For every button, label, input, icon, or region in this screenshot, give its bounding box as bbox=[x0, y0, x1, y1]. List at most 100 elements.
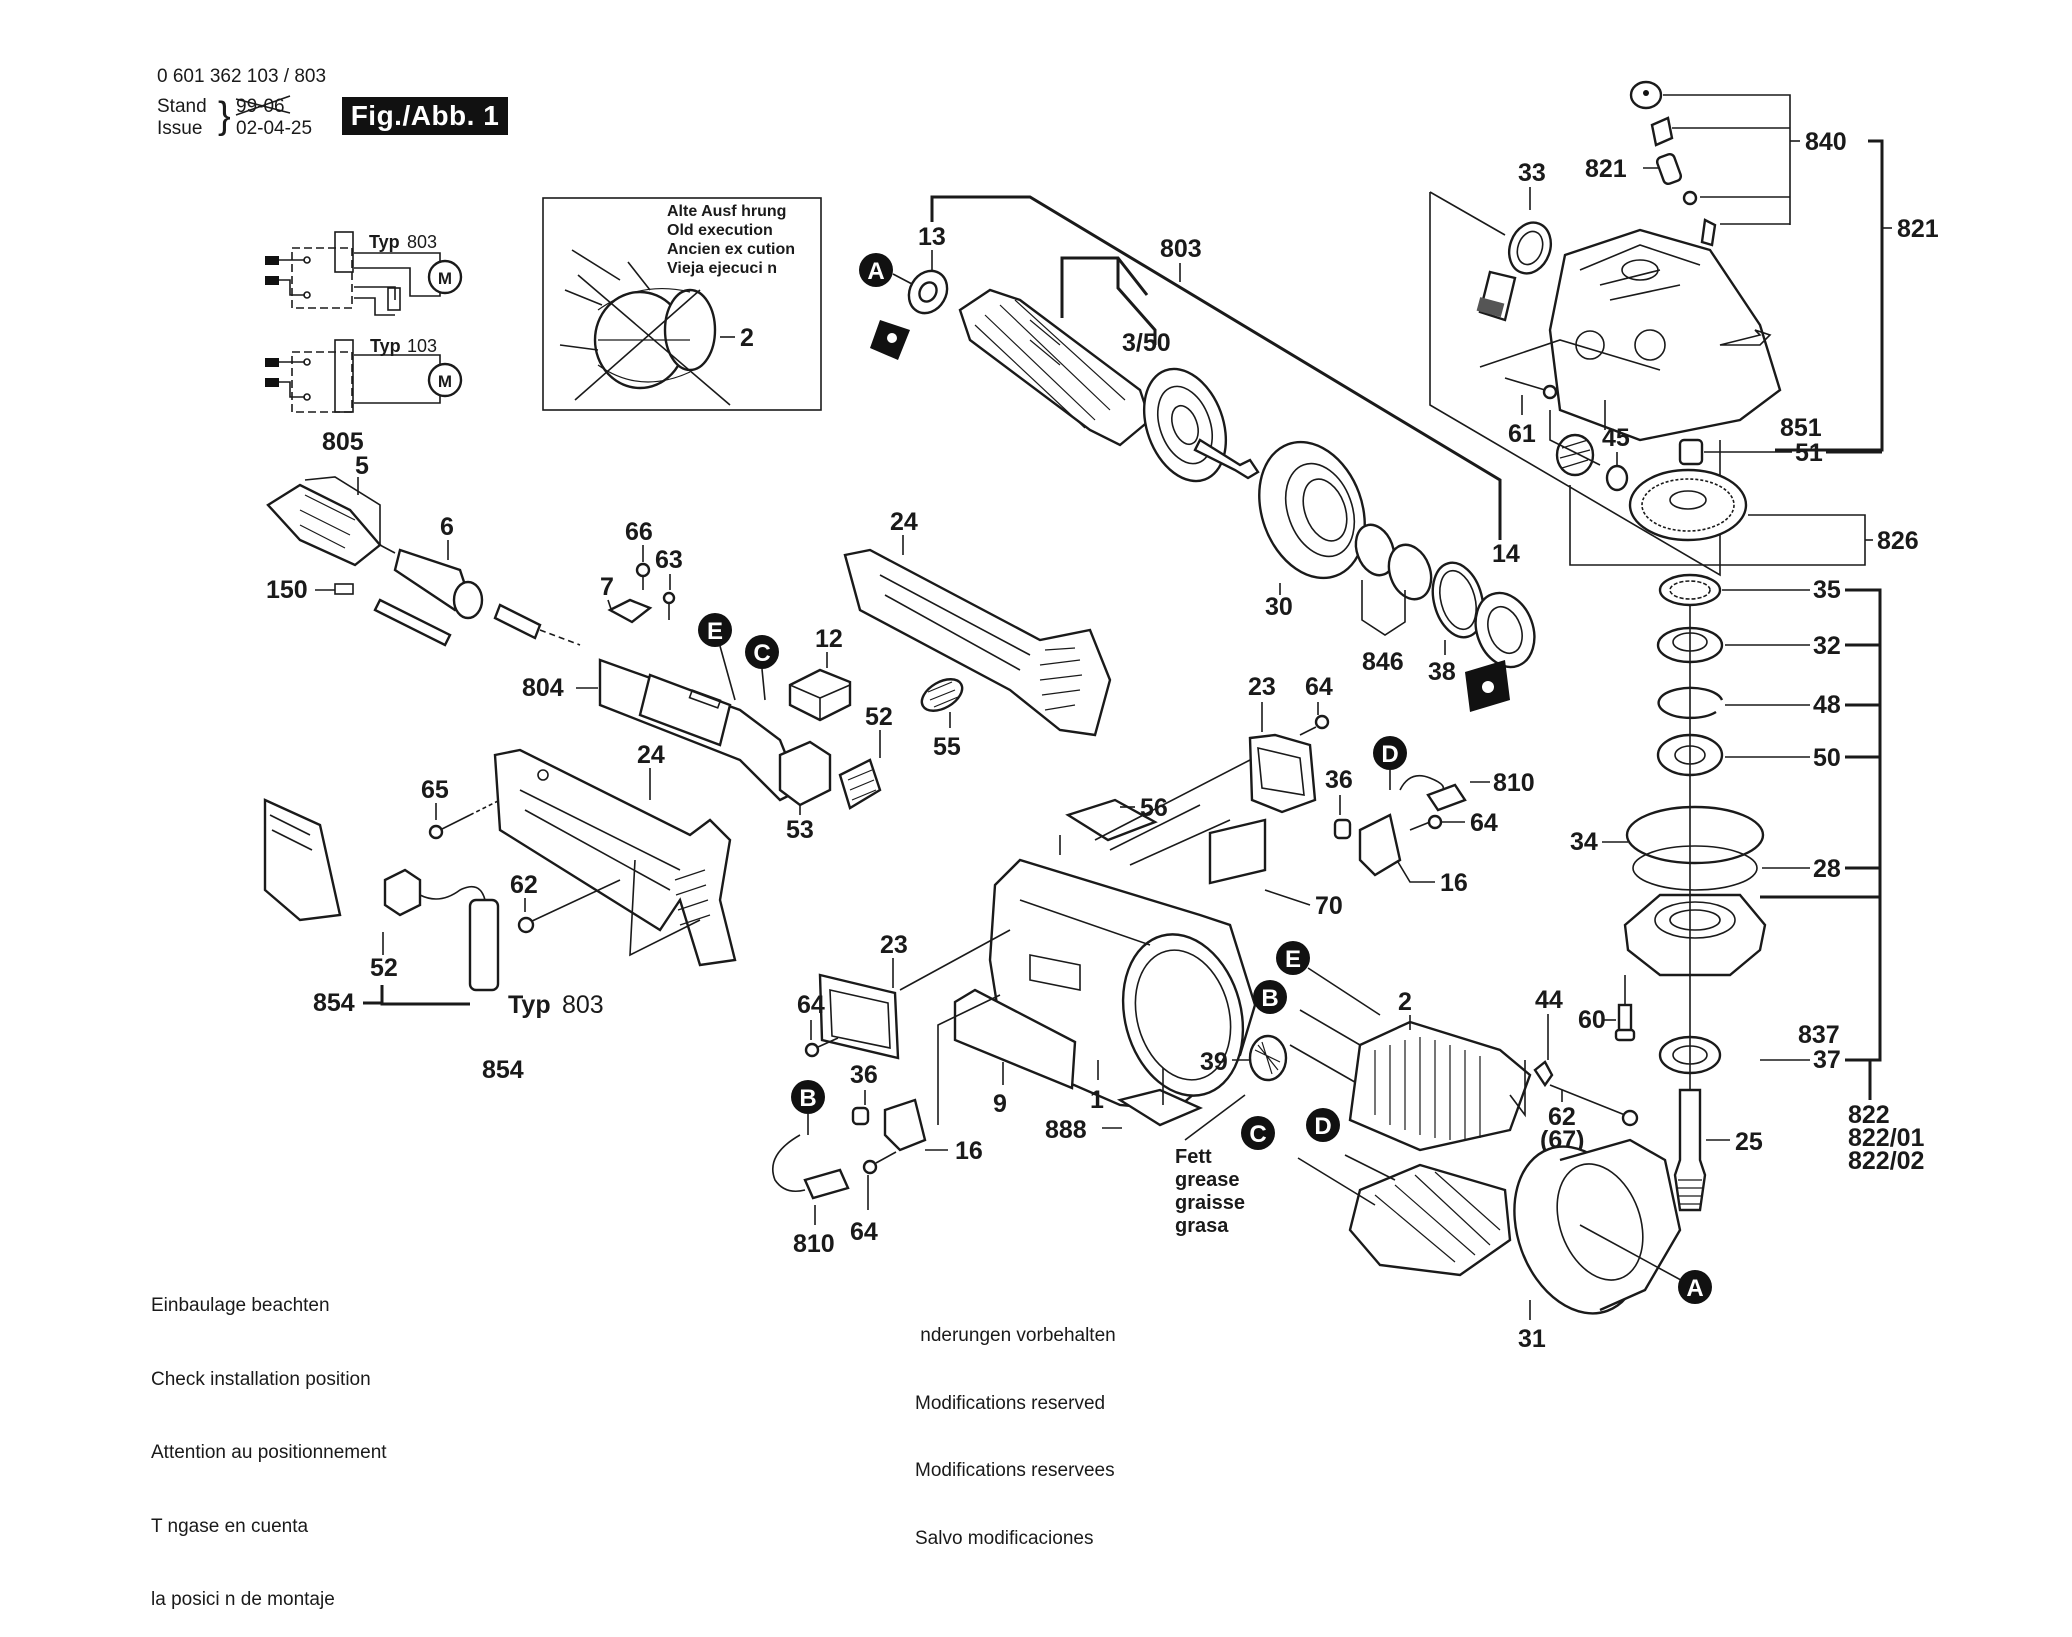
label-16-upper: 16 bbox=[1440, 869, 1468, 897]
carbon-brush-810-lower bbox=[803, 1168, 850, 1200]
marker-e-switch: E bbox=[698, 613, 732, 647]
svg-text:D: D bbox=[1314, 1113, 1331, 1140]
label-52-top: 52 bbox=[865, 703, 893, 731]
svg-text:E: E bbox=[1285, 946, 1301, 973]
label-62-handle: 62 bbox=[510, 871, 538, 899]
vibration-damper-55 bbox=[920, 678, 964, 712]
installation-note-line: Check installation position bbox=[151, 1368, 371, 1390]
power-cord bbox=[266, 483, 581, 647]
issue-value: 02-04-25 bbox=[236, 118, 313, 139]
label-821-left: 821 bbox=[1585, 155, 1627, 183]
nameplate-9 bbox=[953, 988, 1077, 1090]
label-36-lower: 36 bbox=[850, 1061, 878, 1089]
label-2: 2 bbox=[1398, 988, 1412, 1016]
carbon-brush-810-upper bbox=[1426, 783, 1467, 812]
label-45: 45 bbox=[1602, 424, 1630, 452]
label-56: 56 bbox=[1140, 794, 1168, 822]
label-55: 55 bbox=[933, 733, 961, 761]
label-803: 803 bbox=[1160, 235, 1202, 263]
svg-text:B: B bbox=[1261, 985, 1278, 1012]
label-840: 840 bbox=[1805, 128, 1847, 156]
brush-block-12 bbox=[788, 668, 852, 722]
installation-note-line: Attention au positionnement bbox=[151, 1442, 387, 1463]
grease-note-line-1: Fett bbox=[1175, 1146, 1212, 1168]
old-exec-line-3: Ancien ex cution bbox=[667, 241, 795, 258]
label-888: 888 bbox=[1045, 1116, 1087, 1144]
switch-assembly bbox=[598, 562, 802, 802]
marker-d-brush: D bbox=[1373, 736, 1407, 770]
label-9: 9 bbox=[993, 1090, 1007, 1118]
label-804: 804 bbox=[522, 674, 564, 702]
bearing-13 bbox=[907, 269, 949, 315]
crown-gear-826 bbox=[1628, 468, 1748, 542]
modifications-note-line: Salvo modificaciones bbox=[915, 1527, 1094, 1549]
typ103-number: 103 bbox=[407, 336, 437, 356]
label-28: 28 bbox=[1813, 855, 1841, 883]
label-822: 822 bbox=[1848, 1101, 1890, 1129]
old-exec-line-2: Old execution bbox=[667, 222, 773, 239]
screw-60 bbox=[1614, 975, 1636, 1042]
modifications-note: nderungen vorbehalten Modifications rese… bbox=[915, 1280, 1116, 1573]
motor-symbol: M bbox=[438, 269, 452, 288]
label-64-lower-right: 64 bbox=[850, 1218, 878, 1246]
issue-label: Issue bbox=[157, 118, 203, 139]
label-846: 846 bbox=[1362, 648, 1404, 676]
bearing-14 bbox=[1474, 591, 1536, 669]
field-coil-lower bbox=[1348, 1163, 1512, 1277]
label-35: 35 bbox=[1813, 576, 1841, 604]
svg-text:A: A bbox=[867, 258, 884, 285]
label-23-lower: 23 bbox=[880, 931, 908, 959]
label-5: 5 bbox=[355, 452, 369, 480]
label-7: 7 bbox=[600, 573, 614, 601]
label-60: 60 bbox=[1578, 1006, 1606, 1034]
strike-mark bbox=[235, 95, 291, 116]
armature bbox=[958, 288, 1260, 483]
label-24-lower: 24 bbox=[637, 741, 665, 769]
bushing-51 bbox=[1678, 438, 1704, 466]
label-854-left: 854 bbox=[313, 989, 355, 1017]
installation-note-line: T ngase en cuenta bbox=[151, 1515, 309, 1537]
typ-note-number: 803 bbox=[562, 991, 604, 1019]
svg-text:C: C bbox=[753, 640, 770, 667]
label-851: 851 bbox=[1780, 414, 1822, 442]
installation-note-line: Einbaulage beachten bbox=[151, 1295, 330, 1316]
label-1: 1 bbox=[1090, 1086, 1104, 1114]
grease-note-line-4: grasa bbox=[1175, 1215, 1229, 1237]
label-14: 14 bbox=[1492, 540, 1520, 568]
modifications-note-line: nderungen vorbehalten bbox=[915, 1325, 1116, 1346]
ring-38 bbox=[1431, 561, 1485, 639]
spindle-stack bbox=[1623, 573, 1767, 1212]
label-52-bottom: 52 bbox=[370, 954, 398, 982]
circlip bbox=[1354, 523, 1396, 577]
old-execution-inset: Alte Ausf hrung Old execution Ancien ex … bbox=[542, 197, 822, 411]
label-53: 53 bbox=[786, 816, 814, 844]
label-50: 50 bbox=[1813, 744, 1841, 772]
switch-side-view bbox=[263, 798, 500, 992]
part-number: 0 601 362 103 / 803 bbox=[157, 66, 327, 87]
label-13: 13 bbox=[918, 223, 946, 251]
handle-housing-upper bbox=[843, 548, 1112, 737]
label-66: 66 bbox=[625, 518, 653, 546]
label-837: 837 bbox=[1798, 1021, 1840, 1049]
motor-symbol: M bbox=[438, 372, 452, 391]
label-plate-56 bbox=[1065, 798, 1158, 842]
label-44: 44 bbox=[1535, 986, 1563, 1014]
label-70: 70 bbox=[1315, 892, 1343, 920]
label-64-lower-left: 64 bbox=[797, 991, 825, 1019]
bearing-33 bbox=[1508, 221, 1552, 275]
old-exec-part-label: 2 bbox=[740, 324, 754, 352]
label-854-bottom: 854 bbox=[482, 1056, 524, 1084]
grease-note-line-2: grease bbox=[1175, 1169, 1240, 1191]
clip-44 bbox=[1533, 1060, 1554, 1088]
marker-c-stator: C bbox=[1241, 1116, 1275, 1150]
figure-label: Fig./Abb. 1 bbox=[342, 97, 508, 135]
marker-a-bottom: A bbox=[1678, 1270, 1712, 1304]
bearing-plate-30 bbox=[1258, 440, 1366, 580]
gear-housing bbox=[1548, 228, 1782, 442]
label-810-upper: 810 bbox=[1493, 769, 1535, 797]
cover-31 bbox=[1513, 1138, 1682, 1315]
label-33: 33 bbox=[1518, 159, 1546, 187]
plate-888 bbox=[1116, 1088, 1203, 1127]
label-37: 37 bbox=[1813, 1046, 1841, 1074]
label-39: 39 bbox=[1200, 1048, 1228, 1076]
